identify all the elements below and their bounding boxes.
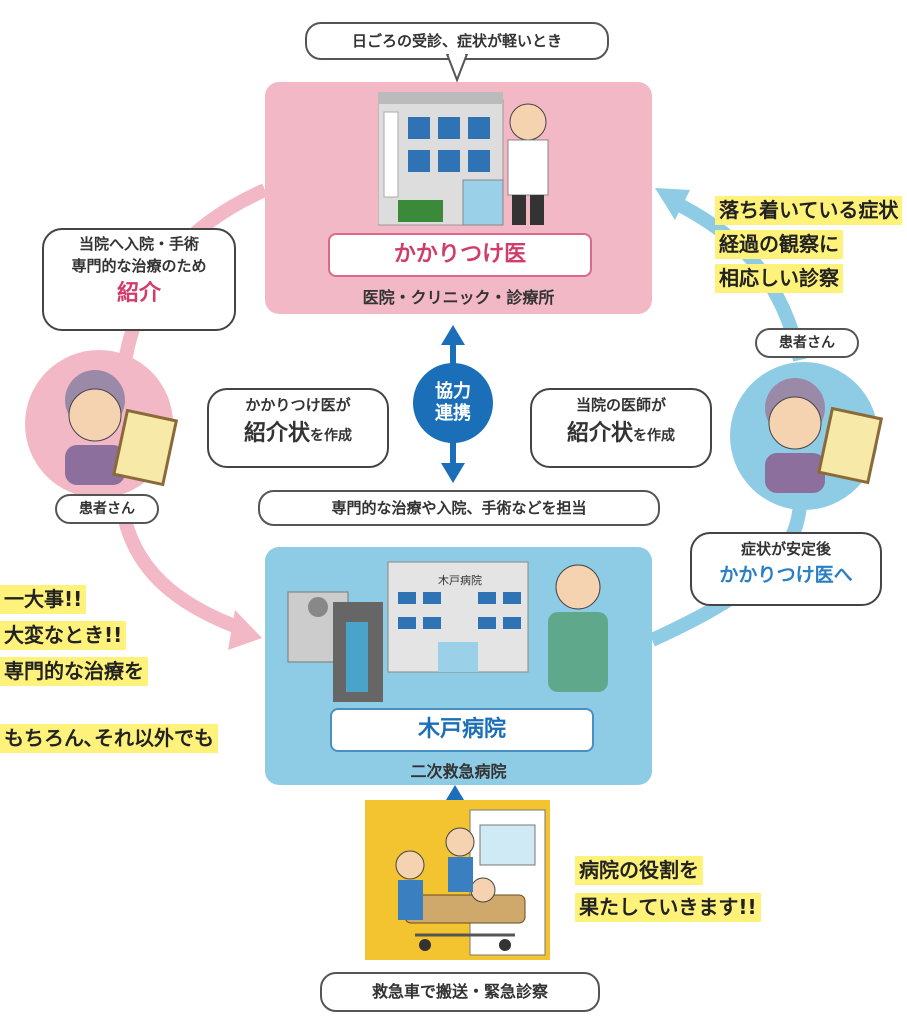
- blue-arrowhead: [655, 188, 690, 220]
- clinic-title: かかりつけ医: [328, 233, 592, 277]
- hospital-bubble: 専門的な治療や入院、手術などを担当: [258, 490, 660, 526]
- patient-right-label: 患者さん: [755, 328, 859, 358]
- left-highlight-1: 一大事!!: [0, 585, 87, 614]
- hospital-building-sign: 木戸病院: [438, 574, 482, 587]
- right-highlight-1: 落ち着いている症状: [715, 196, 903, 225]
- coop-arrow-up: [441, 325, 465, 345]
- ambulance-bubble: 救急車で搬送・緊急診察: [320, 972, 600, 1012]
- top-bubble-tail: [445, 54, 469, 83]
- right-letter-bubble: 当院の医師が 紹介状を作成: [530, 388, 712, 468]
- hospital-illustration: [287, 561, 608, 702]
- patient-left-illustration: [65, 370, 179, 487]
- left-highlight-3: 専門的な治療を: [0, 657, 148, 686]
- referral-bubble: 当院へ入院・手術 専門的な治療のため 紹介: [42, 228, 236, 331]
- hospital-subtitle: 二次救急病院: [410, 762, 507, 781]
- clinic-building-illustration: [378, 92, 549, 226]
- patient-right-illustration: [765, 378, 884, 493]
- right-highlight-2: 経過の観察に: [715, 230, 843, 259]
- left-highlight-extra: もちろん､それ以外でも: [0, 724, 218, 753]
- patient-left-label: 患者さん: [55, 494, 159, 524]
- coop-arrow-down: [441, 463, 465, 483]
- right-highlight-3: 相応しい診察: [715, 264, 843, 293]
- left-highlight-2: 大変なとき!!: [0, 621, 127, 650]
- pink-arc-bottom: [118, 518, 248, 637]
- stable-bubble: 症状が安定後 かかりつけ医へ: [690, 532, 882, 606]
- clinic-subtitle: 医院・クリニック・診療所: [362, 288, 555, 307]
- coop-circle: 協力 連携: [413, 363, 493, 443]
- pink-arrowhead: [228, 610, 262, 650]
- ambulance-illustration: [395, 809, 546, 956]
- role-highlight-1: 病院の役割を: [575, 856, 703, 885]
- role-highlight-2: 果たしていきます!!: [575, 893, 761, 922]
- hospital-title: 木戸病院: [330, 708, 594, 752]
- left-letter-bubble: かかりつけ医が 紹介状を作成: [207, 388, 389, 468]
